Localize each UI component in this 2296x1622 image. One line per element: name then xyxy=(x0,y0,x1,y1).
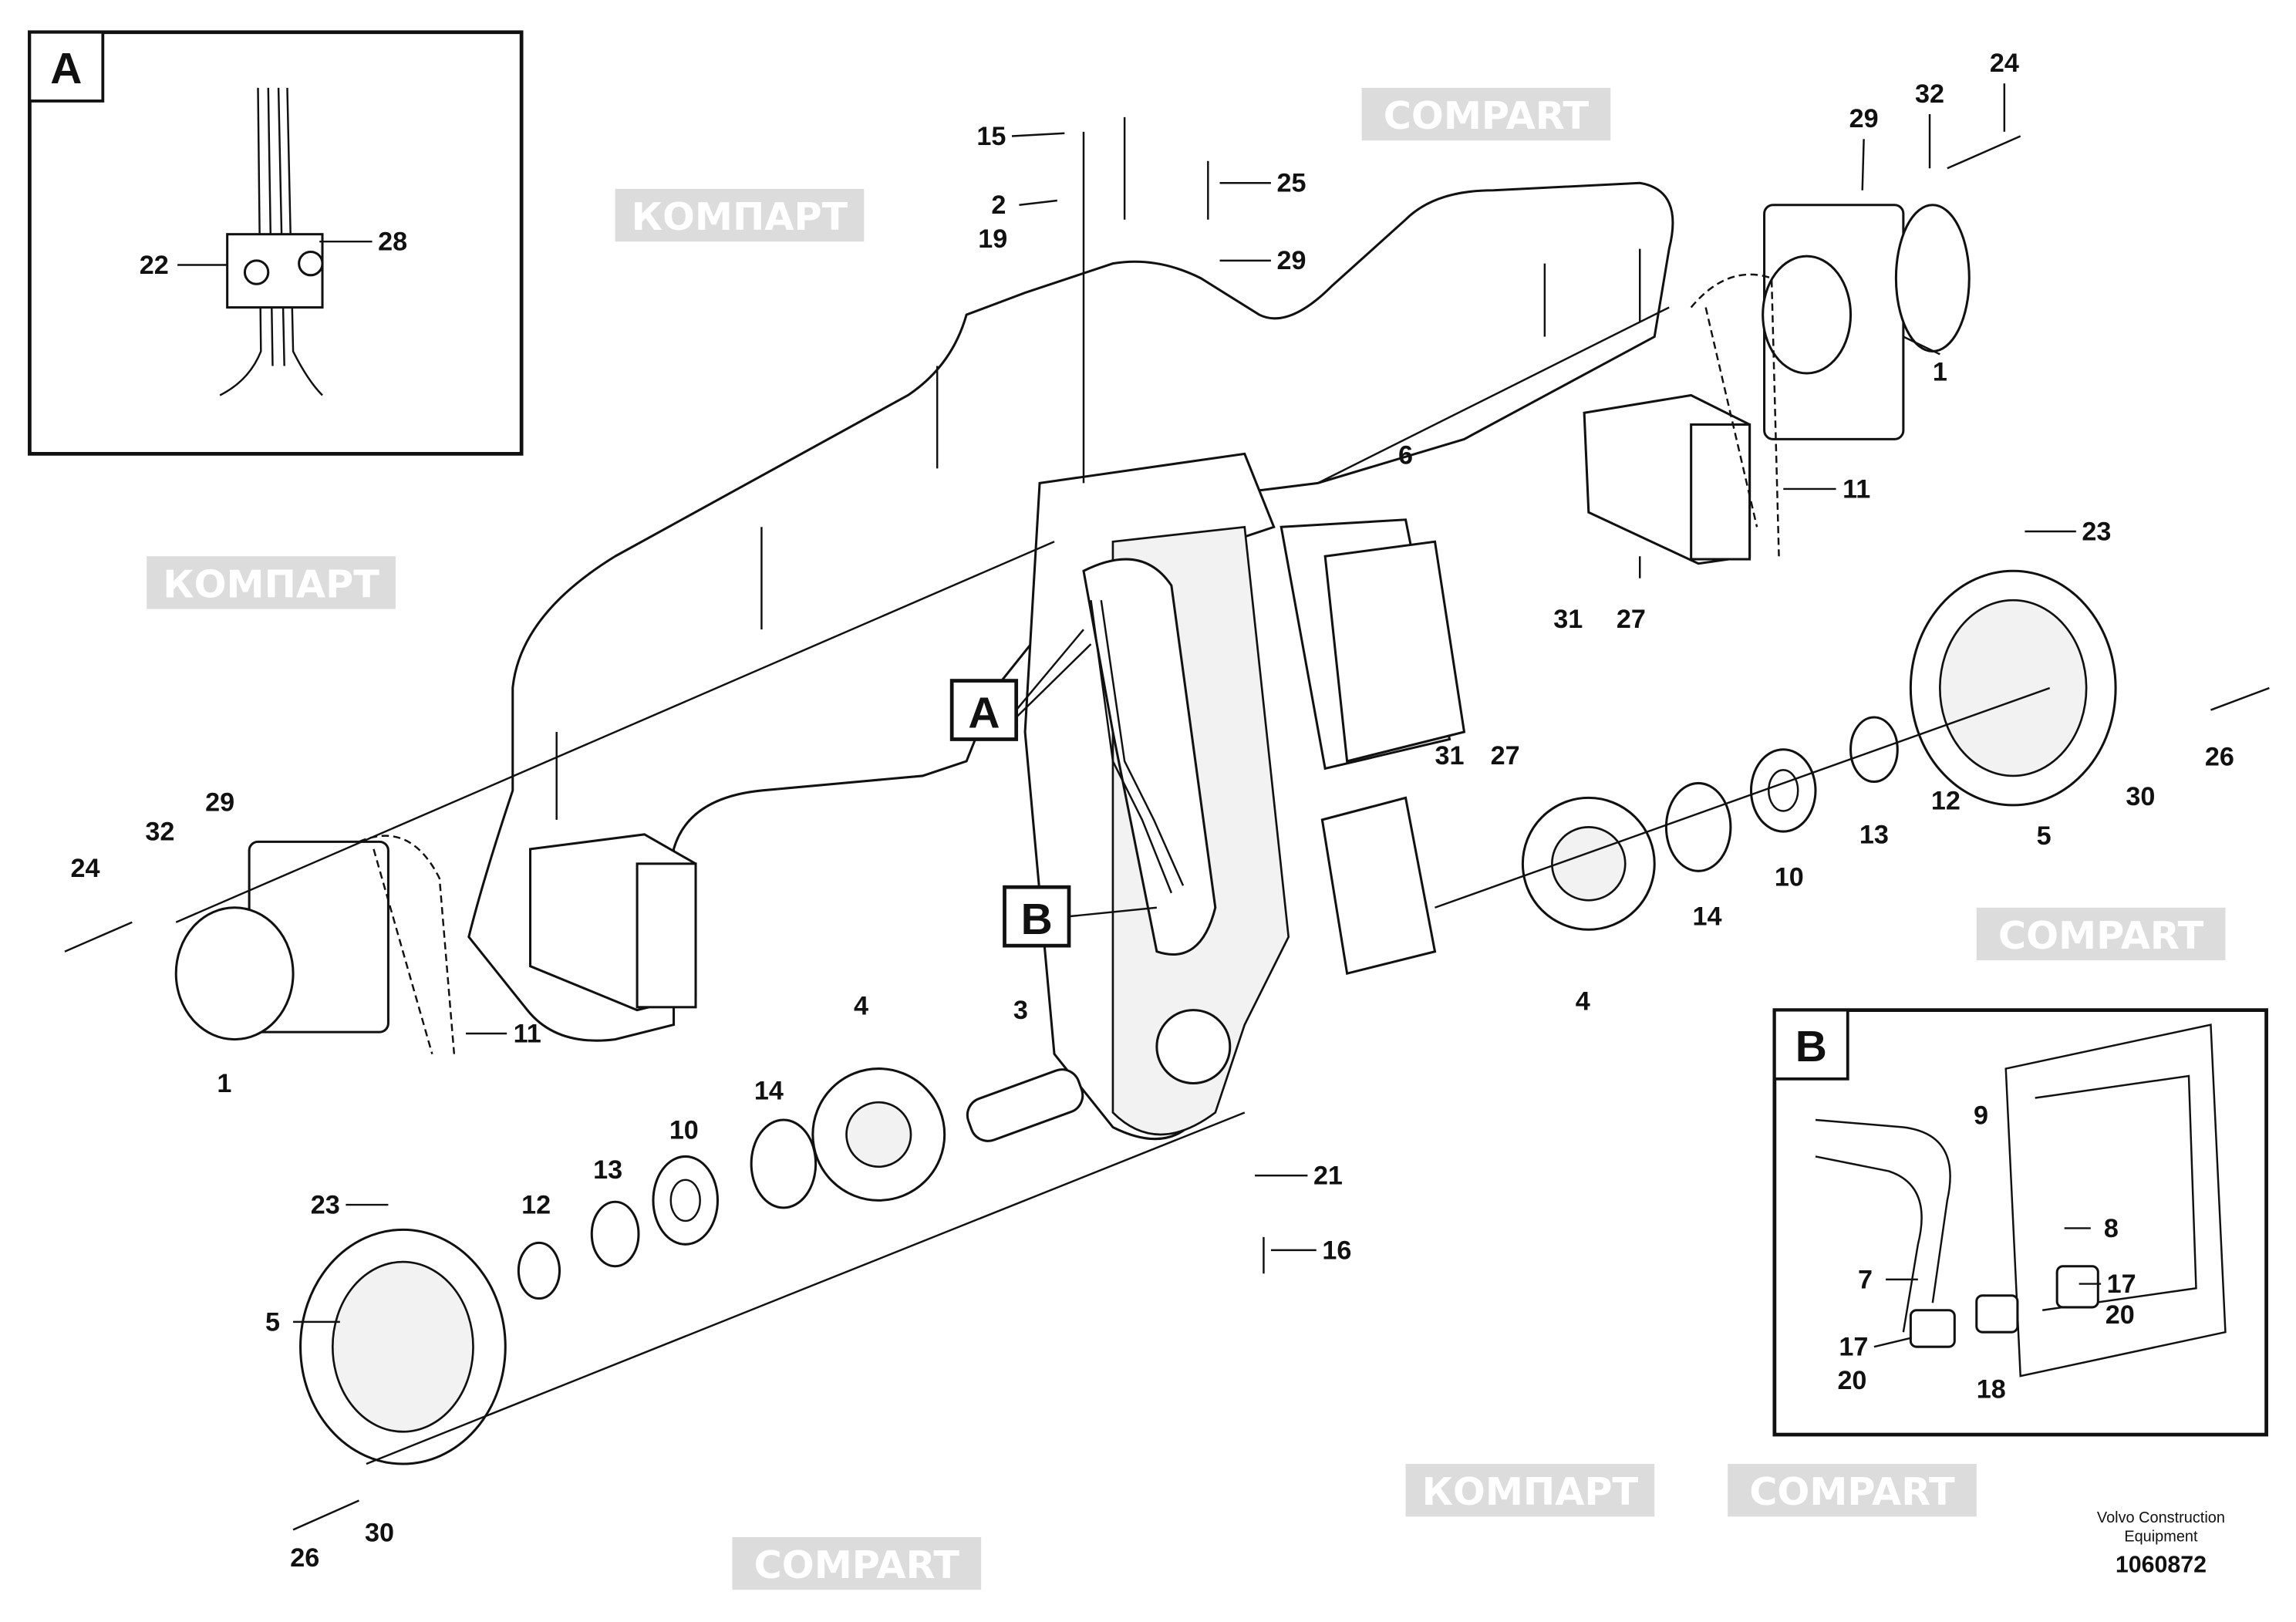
company-line-1: Volvo Construction xyxy=(2097,1509,2225,1526)
part-callout-28[interactable]: 28 xyxy=(378,228,407,257)
part-callout-32[interactable]: 32 xyxy=(145,817,174,846)
drawing-number: 1060872 xyxy=(2116,1552,2207,1577)
detail-a-reference[interactable]: A xyxy=(968,688,1000,737)
part-callout-14[interactable]: 14 xyxy=(1693,902,1722,932)
part-callout-5[interactable]: 5 xyxy=(2037,821,2052,851)
company-line-2: Equipment xyxy=(2124,1529,2198,1546)
leader-line xyxy=(1861,139,1865,191)
leader-line xyxy=(1019,199,1057,206)
part-callout-5[interactable]: 5 xyxy=(265,1307,280,1337)
detail-b-label: B xyxy=(1795,1022,1827,1071)
detail-b-inset xyxy=(1772,1008,2268,1437)
part-callout-20[interactable]: 20 xyxy=(1837,1366,1866,1395)
part-callout-27[interactable]: 27 xyxy=(1617,605,1646,634)
part-callout-15[interactable]: 15 xyxy=(976,122,1006,151)
part-callout-1[interactable]: 1 xyxy=(217,1069,231,1098)
watermark-box xyxy=(732,1536,982,1590)
watermark-box xyxy=(1976,907,2226,961)
part-callout-7[interactable]: 7 xyxy=(1858,1265,1873,1294)
part-callout-21[interactable]: 21 xyxy=(1313,1161,1343,1190)
part-callout-24[interactable]: 24 xyxy=(71,854,100,883)
watermark-box xyxy=(615,188,865,242)
part-callout-22[interactable]: 22 xyxy=(140,251,169,280)
detail-b-reference[interactable]: B xyxy=(1021,895,1053,944)
watermark-box xyxy=(147,556,396,609)
watermark-text: КОМПАРТ xyxy=(163,561,379,606)
part-callout-4[interactable]: 4 xyxy=(854,991,868,1020)
watermark-text: COMPART xyxy=(1998,913,2204,958)
watermark-box xyxy=(1405,1464,1655,1517)
watermark-box xyxy=(1728,1464,1977,1517)
part-callout-20[interactable]: 20 xyxy=(2106,1300,2135,1330)
part-callout-23[interactable]: 23 xyxy=(311,1190,340,1219)
watermark-text: COMPART xyxy=(754,1543,960,1587)
part-callout-1[interactable]: 1 xyxy=(1933,357,1947,386)
part-callout-31[interactable]: 31 xyxy=(1553,605,1583,634)
part-callout-29[interactable]: 29 xyxy=(1849,104,1879,133)
part-callout-26[interactable]: 26 xyxy=(2205,743,2234,772)
detail-a-inset xyxy=(28,30,524,456)
part-callout-27[interactable]: 27 xyxy=(1491,741,1520,771)
part-callout-29[interactable]: 29 xyxy=(205,788,234,818)
watermark-text: COMPART xyxy=(1384,93,1590,138)
part-callout-13[interactable]: 13 xyxy=(1859,820,1889,849)
leader-line xyxy=(1873,1337,1911,1348)
part-callout-31[interactable]: 31 xyxy=(1435,741,1464,771)
part-callout-18[interactable]: 18 xyxy=(1977,1375,2006,1404)
watermark-layer: КОМПАРТ COMPART КОМПАРТ COMPART КОМПАРТ COMPA… xyxy=(147,87,2226,1590)
part-callout-30[interactable]: 30 xyxy=(365,1519,394,1548)
part-callout-26[interactable]: 26 xyxy=(290,1543,319,1573)
part-callout-6[interactable]: 6 xyxy=(1398,441,1413,470)
part-callout-12[interactable]: 12 xyxy=(521,1190,551,1219)
part-callout-14[interactable]: 14 xyxy=(754,1076,784,1105)
part-callout-17[interactable]: 17 xyxy=(2107,1270,2136,1299)
part-callout-25[interactable]: 25 xyxy=(1277,169,1306,198)
part-callout-8[interactable]: 8 xyxy=(2104,1214,2119,1243)
part-callout-4[interactable]: 4 xyxy=(1576,987,1590,1017)
part-callout-29[interactable]: 29 xyxy=(1277,246,1306,275)
part-callout-11[interactable]: 11 xyxy=(514,1019,541,1048)
part-callout-16[interactable]: 16 xyxy=(1322,1236,1351,1265)
frame-drawing xyxy=(64,116,2270,1531)
watermark-text: КОМПАРТ xyxy=(1422,1469,1639,1514)
part-callout-24[interactable]: 24 xyxy=(1990,49,2019,78)
part-callout-17[interactable]: 17 xyxy=(1839,1333,1868,1362)
part-callout-2[interactable]: 2 xyxy=(991,191,1006,220)
watermark-text: COMPART xyxy=(1749,1469,1955,1514)
part-callout-13[interactable]: 13 xyxy=(593,1155,622,1185)
part-callout-23[interactable]: 23 xyxy=(2082,517,2111,546)
part-callout-9[interactable]: 9 xyxy=(1974,1101,1988,1131)
part-callout-10[interactable]: 10 xyxy=(669,1116,699,1145)
leader-line xyxy=(1011,132,1065,137)
part-callout-11[interactable]: 11 xyxy=(1843,474,1870,504)
part-callout-3[interactable]: 3 xyxy=(1013,996,1028,1025)
watermark-box xyxy=(1361,87,1611,141)
title-block: Volvo Construction Equipment 1060872 xyxy=(2097,1509,2225,1578)
detail-a-label: A xyxy=(50,44,82,93)
part-callout-12[interactable]: 12 xyxy=(1931,787,1961,816)
part-callout-19[interactable]: 19 xyxy=(978,224,1007,254)
part-callout-30[interactable]: 30 xyxy=(2126,782,2155,811)
watermark-text: КОМПАРТ xyxy=(632,194,848,239)
leader-line xyxy=(1903,336,1940,356)
part-callout-10[interactable]: 10 xyxy=(1775,862,1804,892)
part-callout-32[interactable]: 32 xyxy=(1915,79,1944,109)
